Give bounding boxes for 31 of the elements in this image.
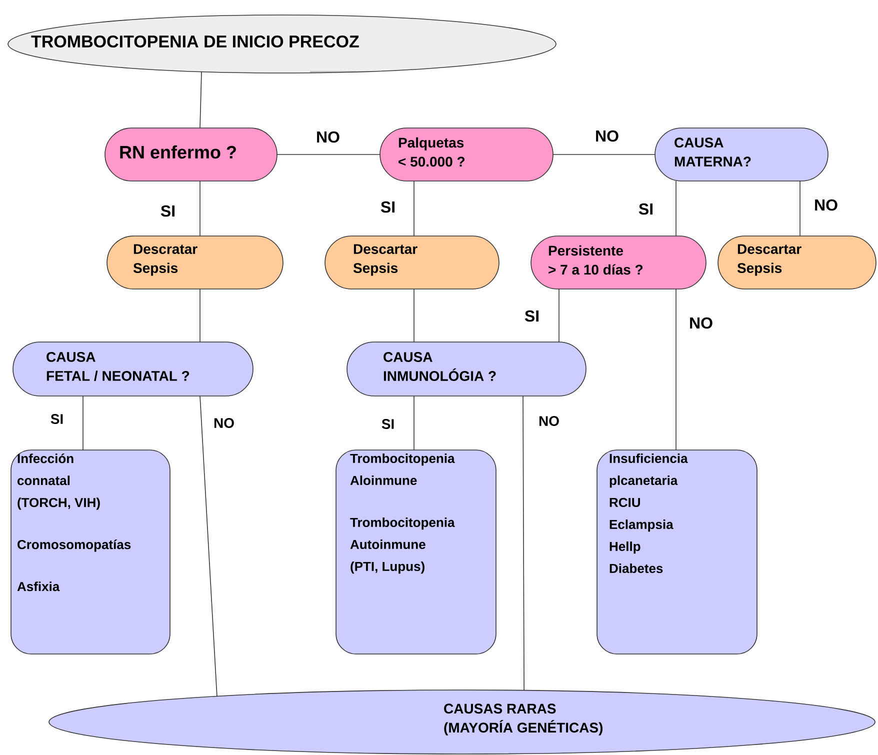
process-box: Descratar Sepsis [106, 236, 284, 290]
edge-label: NO [317, 131, 340, 143]
connector-line [200, 396, 218, 697]
edge-label: NO [690, 317, 712, 329]
process-box: Descartar Sepsis [324, 236, 500, 290]
decision-box: Persistente > 7 a 10 días ? [530, 236, 706, 290]
decision-box: CAUSA FETAL / NEONATAL ? [12, 342, 254, 396]
edge-label: SI [50, 414, 63, 424]
edge-label: NO [214, 418, 234, 428]
edge-label: SI [160, 205, 174, 217]
connector-line [200, 71, 202, 128]
connector-line [276, 154, 380, 155]
edge-label: NO [815, 199, 838, 211]
decision-box: RN enfermo ? [104, 128, 278, 182]
connector-line [552, 154, 656, 155]
edge-label: SI [380, 201, 394, 213]
result-box: Trombocitopenia Aloinmune Trombocitopenia Autoinmune (PTI, Lupus) [336, 450, 496, 654]
result-box: Infección connatal (TORCH, VIH) Cromosomopatías Asfixia [10, 450, 170, 654]
connector-line [558, 288, 560, 342]
decision-box: CAUSA INMUNOLÓGIA ? [346, 342, 586, 396]
edge-label: SI [524, 310, 538, 322]
edge-label: SI [382, 419, 394, 429]
process-box: Descartar Sepsis [718, 236, 876, 290]
edge-label: NO [596, 130, 618, 142]
connector-line [82, 396, 84, 450]
decision-box: Palquetas < 50.000 ? [380, 128, 554, 182]
connector-line [522, 396, 524, 691]
result-box: Insuficiencia plcanetaria RCIU Eclampsia Hellp Diabetes [596, 450, 758, 654]
edge-label: NO [539, 416, 559, 426]
edge-label: SI [638, 203, 652, 215]
decision-box: CAUSA MATERNA? [654, 128, 828, 182]
